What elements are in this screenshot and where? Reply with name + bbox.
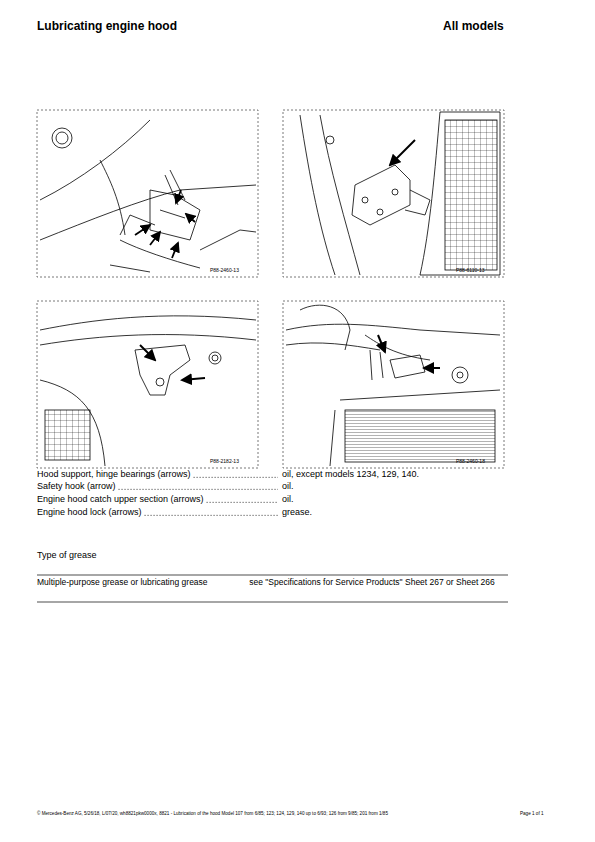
item-value: grease. — [282, 507, 312, 517]
section-heading: Type of grease — [37, 550, 97, 560]
figure-code: P88-2460-18 — [456, 459, 485, 465]
dotted-leader — [194, 477, 278, 478]
page-title: Lubricating engine hood — [37, 20, 177, 34]
item-name: Engine hood lock (arrows) — [37, 507, 142, 517]
figure-1 — [40, 120, 256, 272]
footer-text: Page 1 of 1 — [520, 811, 544, 816]
figure-2 — [300, 112, 500, 275]
figure-3 — [40, 316, 256, 466]
table-rule — [37, 575, 508, 576]
item-name: Hood support, hinge bearings (arrows) — [37, 469, 191, 479]
table-rule — [37, 602, 508, 603]
figure-code: P88-2182-13 — [210, 459, 239, 465]
dotted-leader — [119, 489, 278, 490]
item-value: oil. — [282, 481, 294, 491]
figure-code: P88-2460-13 — [210, 268, 239, 274]
item-name: Engine hood catch upper section (arrows) — [37, 494, 204, 504]
footer-text: © Mercedes-Benz AG, 5/26/18, L/07/20, wh… — [37, 811, 388, 816]
figure-code: P88-6110-13 — [456, 268, 485, 274]
item-value: oil, except models 1234, 129, 140. — [282, 469, 419, 479]
dotted-leader — [207, 502, 278, 503]
figure-frames — [37, 110, 504, 468]
table-cell: Multiple-purpose grease or lubricating g… — [37, 578, 208, 588]
figure-4 — [286, 305, 500, 466]
page-heading: All models — [443, 20, 504, 34]
item-value: oil. — [282, 494, 294, 504]
table-cell: see "Specifications for Service Products… — [238, 578, 506, 588]
dotted-leader — [145, 515, 278, 516]
item-name: Safety hook (arrow) — [37, 481, 116, 491]
